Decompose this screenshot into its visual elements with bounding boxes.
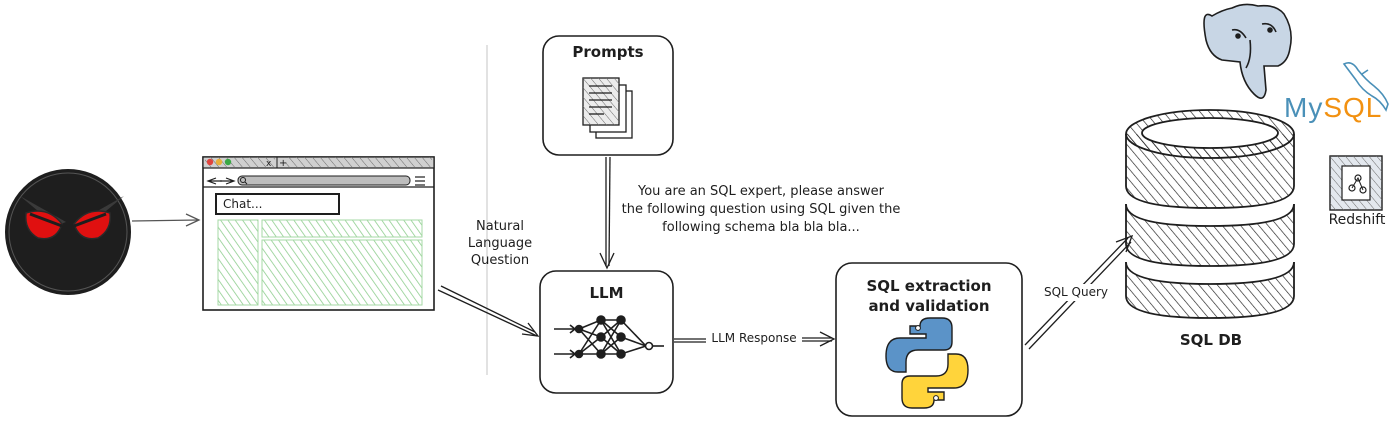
- prompt-line-1: You are an SQL expert, please answer: [638, 184, 884, 199]
- python-logo-icon: [885, 317, 969, 409]
- prompt-line-3: following schema bla bla bla...: [662, 220, 860, 235]
- nl-line-3: Question: [470, 253, 530, 268]
- svg-text:+: +: [279, 158, 287, 169]
- nl-line-2: Language: [467, 236, 533, 251]
- llm-title: LLM: [589, 284, 624, 302]
- sql-extraction-title: SQL extraction and validation: [836, 276, 1022, 316]
- postgresql-logo-icon: [1203, 3, 1292, 99]
- prompt-text-label: You are an SQL expert, please answer the…: [606, 183, 916, 237]
- arrow-llm-to-extraction: [674, 331, 836, 347]
- llm-response-label: LLM Response: [706, 330, 802, 347]
- chat-input-placeholder: Chat...: [223, 197, 263, 211]
- mysql-logo-text-my: My: [1284, 92, 1324, 123]
- arrow-browser-to-llm: [437, 285, 540, 337]
- llm-node: [539, 270, 674, 394]
- neural-network-icon: [554, 315, 664, 359]
- prompts-node: [542, 35, 674, 156]
- svg-text:x: x: [266, 159, 272, 169]
- sql-query-label: SQL Query: [1036, 284, 1116, 301]
- redshift-logo-icon: [1329, 155, 1383, 211]
- extraction-line-1: SQL extraction: [866, 277, 992, 295]
- nl-line-1: Natural: [476, 219, 524, 234]
- mysql-logo-text-sql: SQL: [1323, 92, 1383, 123]
- arrow-prompts-to-llm: [599, 156, 615, 270]
- sql-extraction-node: [835, 262, 1023, 417]
- natural-language-question-label: Natural Language Question: [462, 218, 538, 269]
- extraction-line-2: and validation: [868, 297, 990, 315]
- documents-icon: [582, 77, 633, 139]
- sql-db-icon: [1125, 109, 1295, 319]
- sql-db-title: SQL DB: [1179, 331, 1243, 349]
- mysql-dolphin-icon: [1342, 62, 1389, 112]
- prompt-line-2: the following question using SQL given t…: [621, 202, 901, 217]
- browser-window: x +: [202, 156, 435, 311]
- user-avatar-icon: [5, 169, 131, 295]
- redshift-logo-text: Redshift: [1328, 212, 1386, 228]
- chat-input-box: [215, 193, 340, 215]
- arrow-user-to-browser: [131, 213, 201, 227]
- mysql-logo-text: MySQL: [1284, 92, 1382, 124]
- prompts-title: Prompts: [572, 43, 644, 61]
